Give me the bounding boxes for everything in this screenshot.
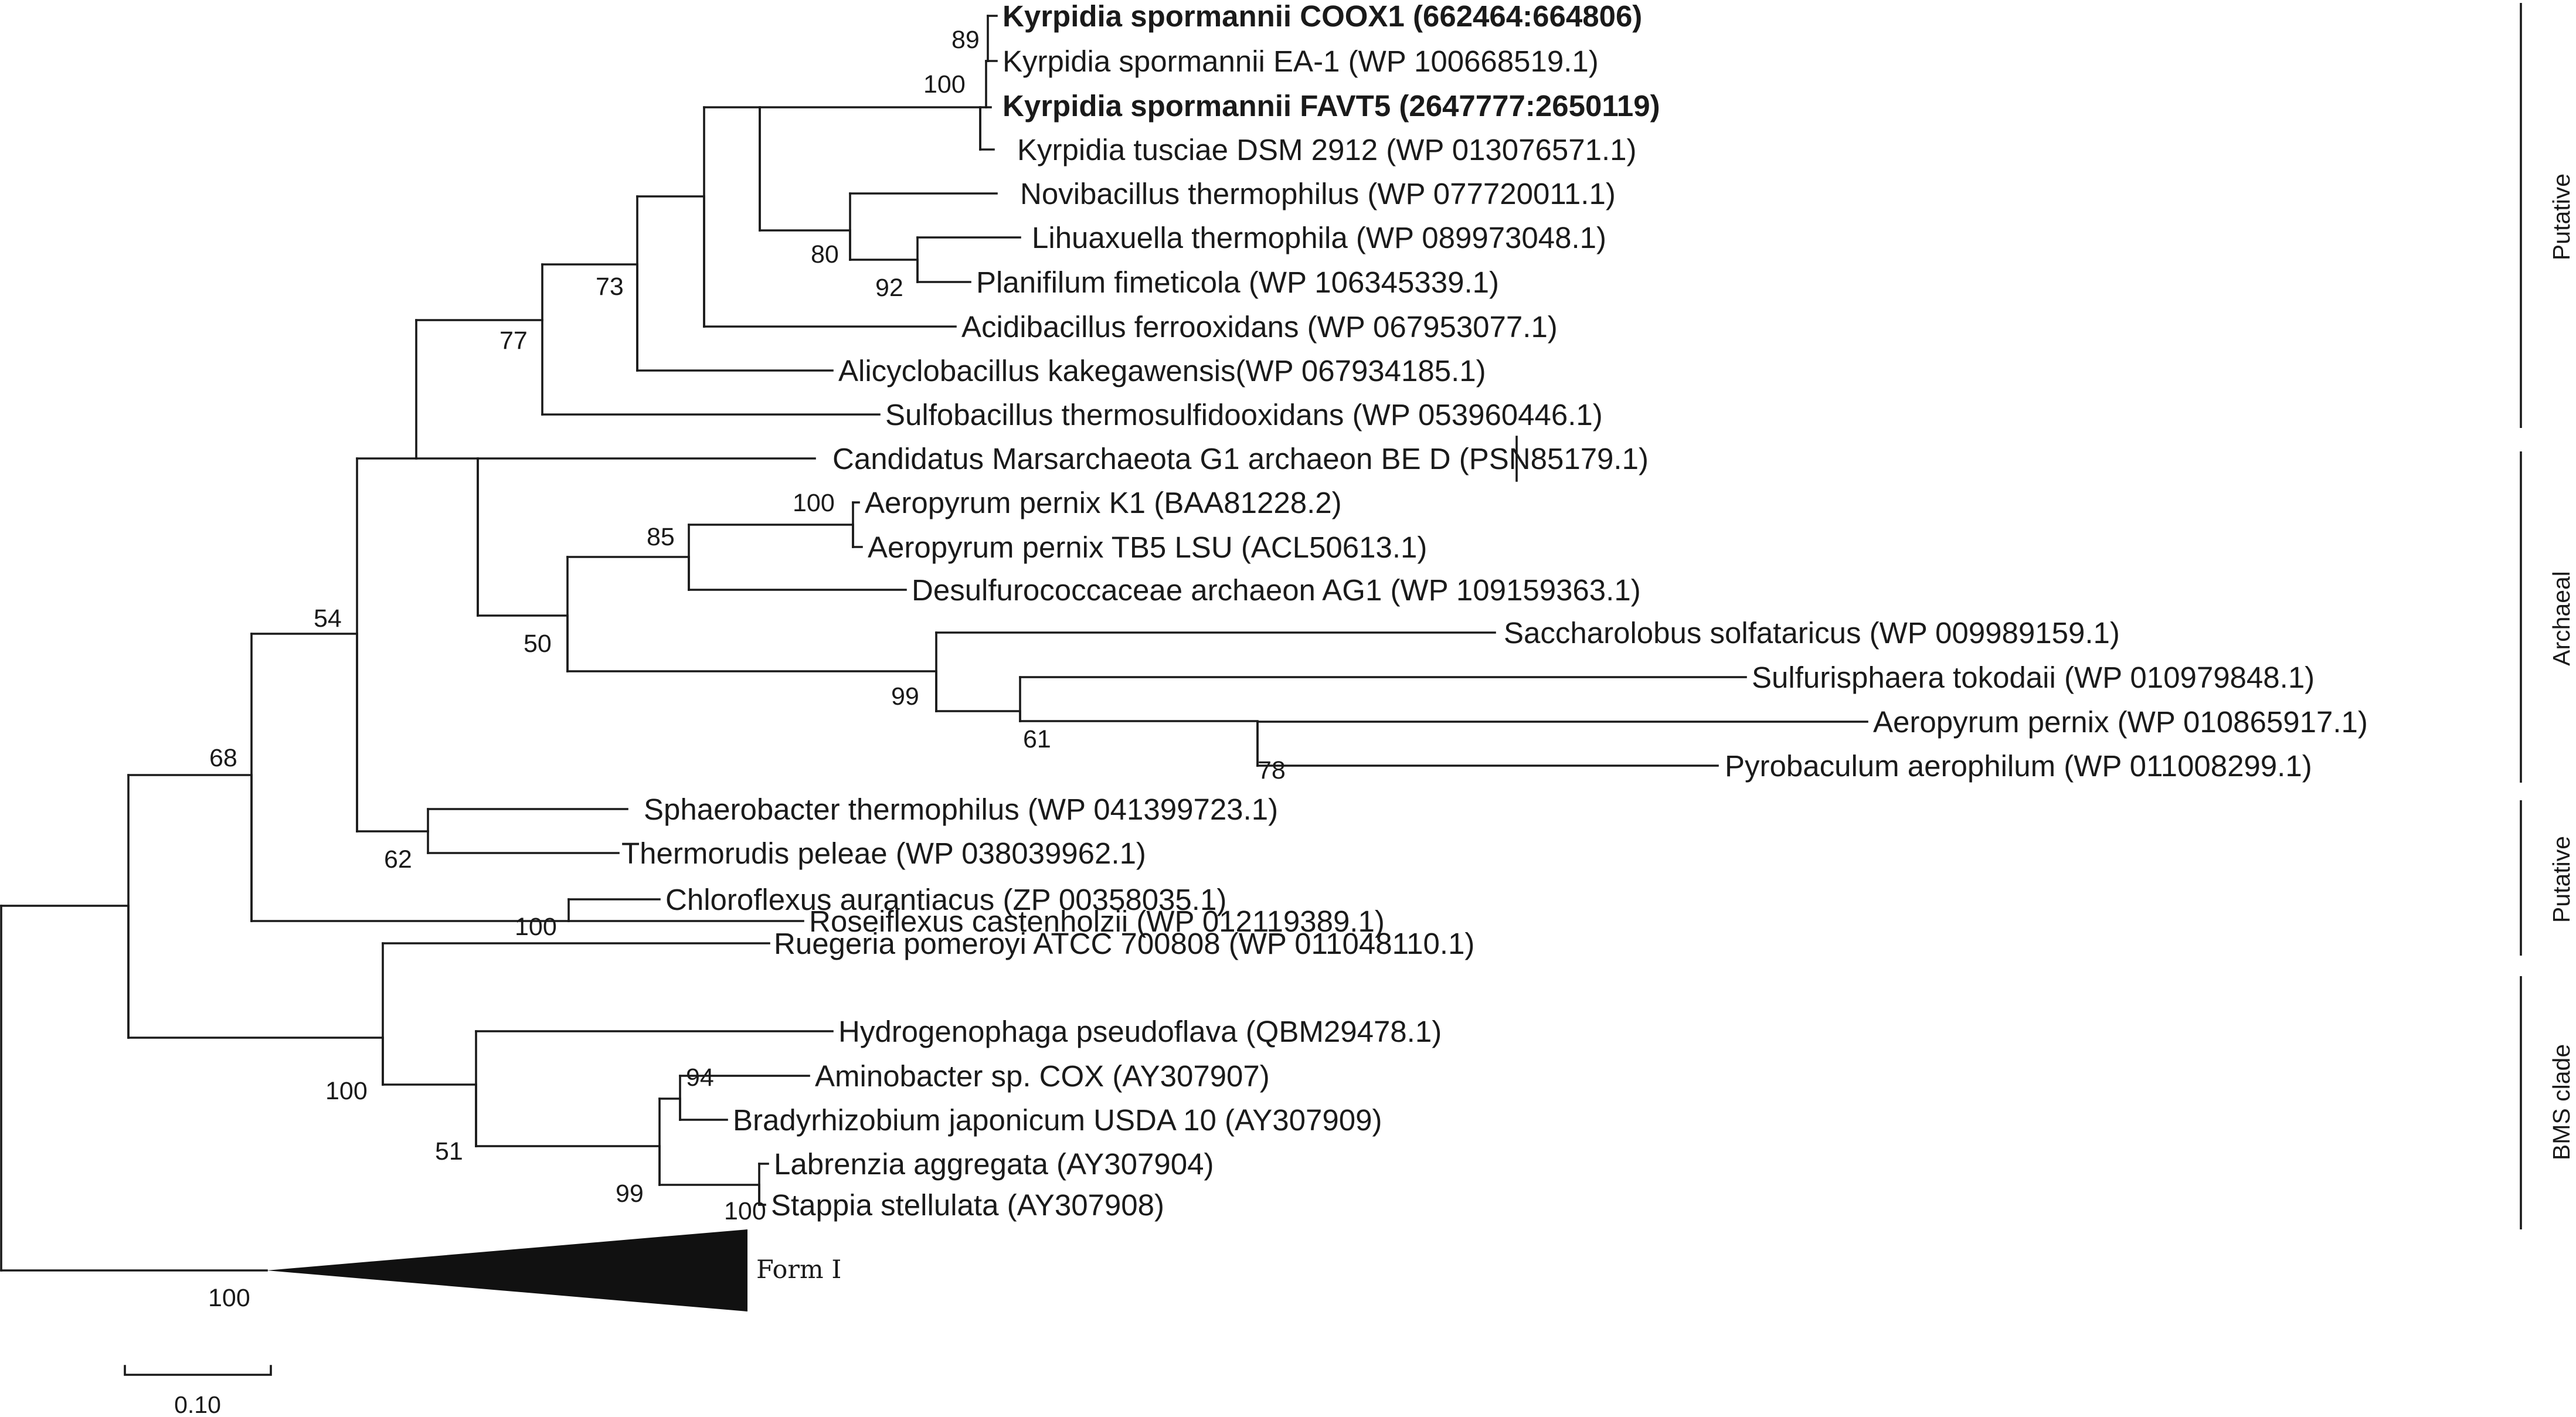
leaf-label: Acidibacillus ferrooxidans (WP 067953077…	[961, 310, 1558, 344]
bootstrap-value: 54	[314, 604, 342, 633]
scale-bar: 0.10	[124, 1365, 272, 1417]
leaf-label: Sulfurisphaera tokodaii (WP 010979848.1)	[1752, 661, 2315, 694]
leaf-label: Labrenzia aggregata (AY307904)	[774, 1147, 1214, 1181]
leaf-labels: Kyrpidia spormannii COOX1 (662464:664806…	[621, 0, 2368, 1222]
form-i-collapsed-clade	[267, 1229, 747, 1311]
bootstrap-value: 51	[435, 1137, 463, 1165]
leaf-label: Hydrogenophaga pseudoflava (QBM29478.1)	[838, 1015, 1442, 1048]
leaf-label: Chloroflexus aurantiacus (ZP 00358035.1)	[665, 883, 1226, 916]
bootstrap-value: 62	[384, 845, 412, 874]
leaf-label: Aminobacter sp. COX (AY307907)	[815, 1059, 1270, 1093]
leaf-label: Kyrpidia tusciae DSM 2912 (WP 013076571.…	[1017, 133, 1636, 166]
leaf-label: Kyrpidia spormannii FAVT5 (2647777:26501…	[1002, 89, 1660, 123]
branch-99-to-94	[658, 1097, 681, 1121]
branch-to-archaeal	[415, 457, 479, 617]
leaf-label: Thermorudis peleae (WP 038039962.1)	[621, 837, 1146, 870]
bootstrap-value: 85	[647, 523, 675, 551]
leaf-label: Kyrpidia spormannii COOX1 (662464:664806…	[1002, 0, 1642, 33]
leaf-label: Saccharolobus solfataricus (WP 009989159…	[1504, 616, 2120, 650]
leaf-label: Ruegeria pomeroyi ATCC 700808 (WP 011048…	[774, 927, 1474, 960]
bootstrap-value: 99	[616, 1180, 644, 1208]
branch-50-to-85	[566, 556, 690, 591]
bootstrap-value: 77	[499, 327, 528, 355]
group-label: Archaeal	[2548, 571, 2575, 666]
branch-to-kyrpidia	[759, 106, 981, 151]
leaf-label: Aeropyrum pernix TB5 LSU (ACL50613.1)	[868, 531, 1427, 564]
bootstrap-value: 99	[891, 682, 919, 711]
bootstrap-value: 61	[1023, 725, 1051, 753]
leaf-label: Pyrobaculum aerophilum (WP 011008299.1)	[1725, 749, 2312, 783]
bootstrap-value: 89	[951, 26, 980, 54]
bootstrap-value: 100	[515, 913, 557, 941]
bootstrap-value: 50	[524, 630, 552, 658]
leaf-label: Sulfobacillus thermosulfidooxidans (WP 0…	[885, 398, 1603, 431]
branch-61-to-78	[1019, 720, 1259, 767]
leaf-label: Sphaerobacter thermophilus (WP 041399723…	[644, 793, 1278, 826]
bootstrap-values: 89 100 80 92 73 77 100 85 50 99 61 78 54…	[208, 26, 1286, 1312]
scale-bar-line	[124, 1365, 272, 1376]
branch-68-to-54	[127, 774, 253, 922]
branch-73-to-inner	[636, 195, 705, 328]
bootstrap-value: 68	[209, 744, 237, 772]
bootstrap-value: 92	[875, 274, 903, 302]
branch-99-to-61	[935, 710, 1021, 722]
bootstrap-value: 100	[793, 489, 835, 517]
group-label: Putative	[2548, 174, 2575, 260]
leaf-label: Roseiflexus castenholzii (WP 012119389.1…	[809, 905, 1385, 938]
leaf-label: Aeropyrum pernix (WP 010865917.1)	[1873, 705, 2368, 739]
group-annotations: Putative Archaeal Putative BMS clade	[2520, 3, 2575, 1229]
bootstrap-value: 100	[724, 1197, 766, 1225]
bootstrap-value: 100	[325, 1077, 368, 1105]
leaf-label: Novibacillus thermophilus (WP 077720011.…	[1020, 177, 1616, 210]
leaf-label: Desulfurococcaceae archaeon AG1 (WP 1091…	[912, 573, 1641, 607]
leaf-label: Bradyrhizobium japonicum USDA 10 (AY3079…	[733, 1103, 1382, 1137]
leaf-label: Planifilum fimeticola (WP 106345339.1)	[976, 266, 1499, 299]
branch-54-to-inner	[250, 633, 358, 832]
leaf-label: Alicyclobacillus kakegawensis(WP 0679341…	[838, 354, 1486, 388]
branch-archaeal-to-50	[477, 614, 569, 672]
bootstrap-value: 94	[686, 1063, 714, 1092]
branch-50-to-99	[566, 670, 937, 712]
group-label: BMS clade	[2548, 1044, 2575, 1160]
branch-85-to-100	[688, 524, 854, 548]
leaf-label: Candidatus Marsarchaeota G1 archaeon BE …	[832, 442, 1649, 475]
branch-to-kyrpidia-parent	[703, 106, 761, 232]
leaf-label: Aeropyrum pernix K1 (BAA81228.2)	[865, 486, 1342, 519]
bootstrap-value: 78	[1258, 756, 1286, 784]
tree-branches	[0, 15, 1868, 1272]
bootstrap-value: 100	[923, 70, 966, 98]
bootstrap-value: 73	[596, 273, 624, 301]
bootstrap-value: 100	[208, 1284, 250, 1312]
form-i-label: Form I	[756, 1255, 841, 1285]
leaf-label: Lihuaxuella thermophila (WP 089973048.1)	[1032, 221, 1606, 254]
bootstrap-value: 80	[811, 240, 839, 269]
scale-bar-label: 0.10	[174, 1391, 221, 1417]
group-label: Putative	[2548, 836, 2575, 923]
branch-to-ingroup	[0, 905, 130, 1039]
leaf-label: Kyrpidia spormannii EA-1 (WP 100668519.1…	[1002, 45, 1599, 78]
leaf-label: Stappia stellulata (AY307908)	[771, 1188, 1164, 1222]
